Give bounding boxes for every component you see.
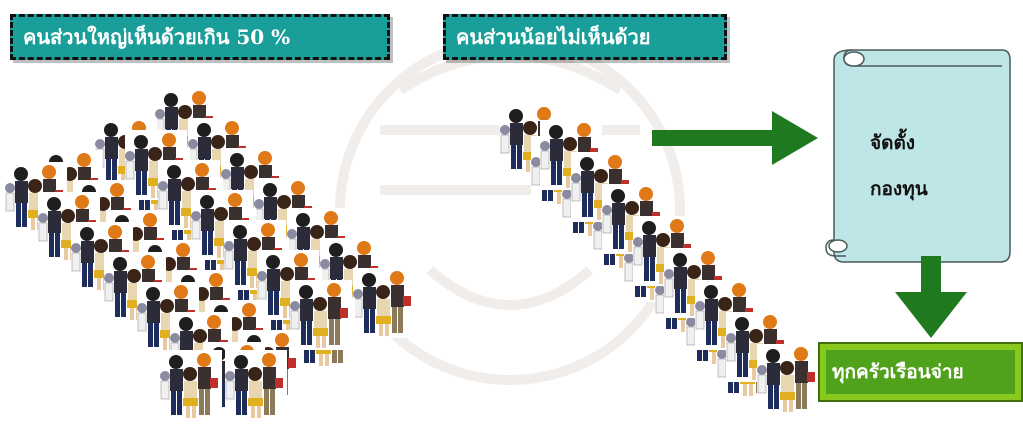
people-group-figure [756,343,820,415]
minority-label: คนส่วนน้อยไม่เห็นด้วย [443,14,727,60]
result-label: ทุกครัวเรือนจ่าย [826,350,1015,394]
result-box: ทุกครัวเรือนจ่าย [818,342,1023,402]
arrow-right-icon [652,111,818,165]
scroll-icon [825,49,1011,263]
people-group-figure [159,349,223,421]
scroll-text-line-2: กองทุน [870,178,928,200]
scroll-text-line-1: จัดตั้ง [870,132,916,154]
majority-label: คนส่วนใหญ่เห็นด้วยเกิน 50 % [10,14,390,60]
people-group-figure [352,267,416,339]
arrow-down-icon [895,256,967,338]
people-group-figure [289,279,353,351]
majority-crowd [4,87,416,421]
people-group-figure [224,349,288,421]
